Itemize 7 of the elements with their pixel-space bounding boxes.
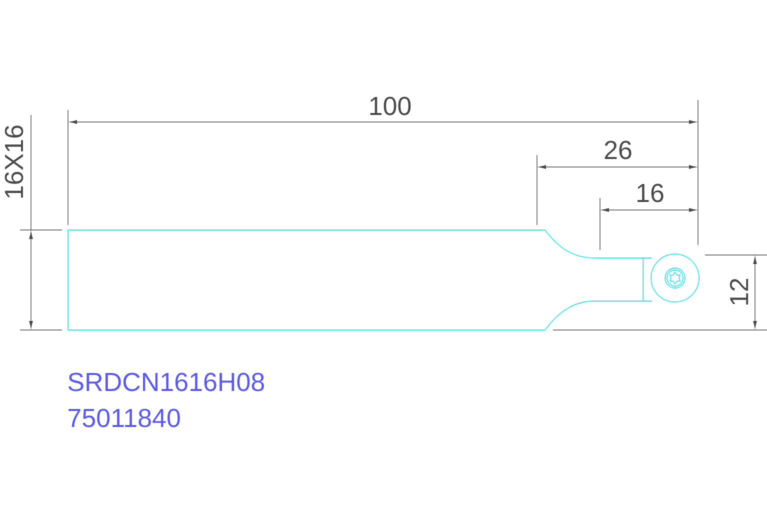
part-code: SRDCN1616H08 xyxy=(68,372,264,392)
dimension-label: 26 xyxy=(604,140,632,160)
part-number: 75011840 xyxy=(68,408,180,428)
dimension-label: 100 xyxy=(370,96,411,116)
dimension-label: 12 xyxy=(730,278,748,304)
dimension-label: 16 xyxy=(638,184,664,202)
dimension-label: 16X16 xyxy=(4,126,24,198)
